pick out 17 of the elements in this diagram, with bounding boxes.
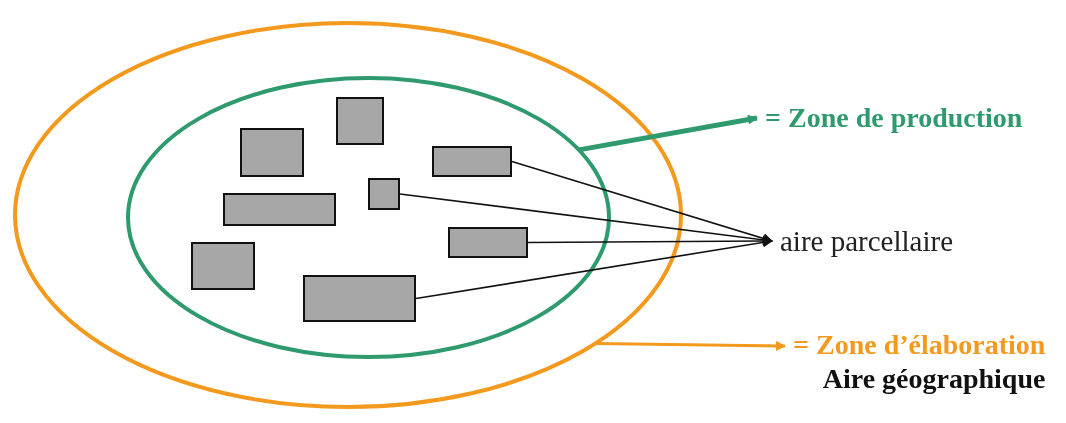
plot-rectangle: [432, 146, 512, 177]
plot-rectangle: [448, 227, 528, 258]
zone-label: Aire géographique: [822, 362, 1046, 396]
arrow: [415, 237, 773, 300]
arrow: [399, 193, 773, 245]
zone-label: = Zone d’élaboration: [793, 328, 1046, 362]
plot-rectangle: [336, 97, 384, 145]
plot-rectangle: [223, 193, 336, 226]
arrow: [527, 236, 773, 247]
plot-rectangle: [191, 242, 255, 290]
plot-rectangle: [303, 275, 416, 322]
arrow: [578, 114, 758, 153]
plot-rectangle: [368, 178, 400, 210]
zone-label: aire parcellaire: [772, 223, 1032, 259]
arrow: [595, 340, 786, 351]
zone-label: = Zone de production: [757, 100, 1057, 136]
plot-rectangle: [240, 128, 304, 177]
